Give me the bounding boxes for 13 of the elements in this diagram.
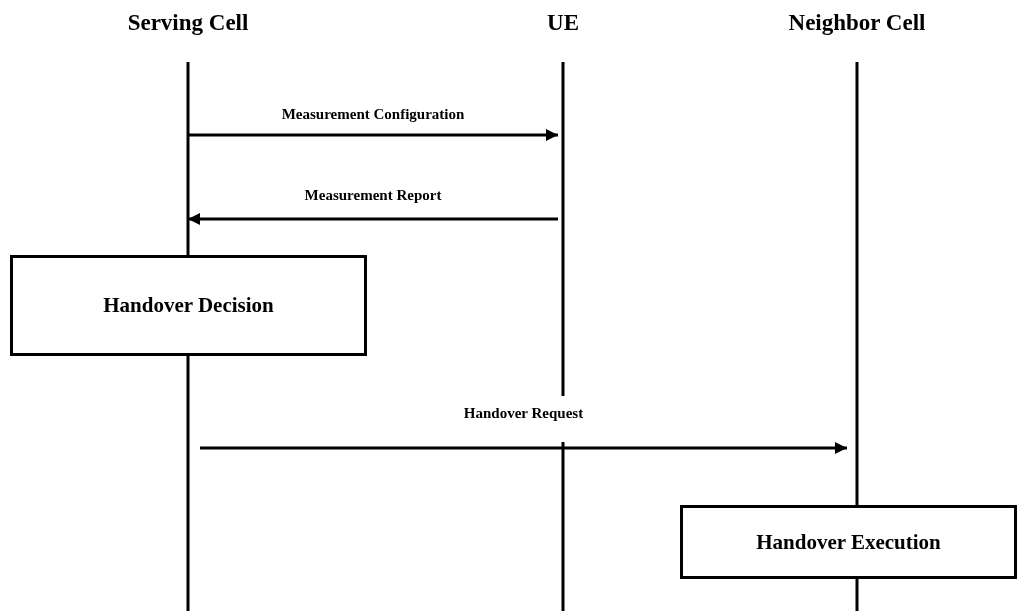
arrow xyxy=(200,442,847,454)
participant-label: Serving Cell xyxy=(127,9,249,37)
box-label: Handover Decision xyxy=(103,293,274,318)
participant-label: UE xyxy=(547,9,579,37)
edge-label: Handover Request xyxy=(461,405,586,422)
box-label: Handover Execution xyxy=(756,529,941,555)
process-box xyxy=(10,255,367,356)
process-box xyxy=(680,505,1017,579)
participant-label: Neighbor Cell xyxy=(788,9,926,37)
edge-label: Measurement Configuration xyxy=(279,106,467,123)
arrow xyxy=(188,213,558,225)
edge-label: Measurement Report xyxy=(302,187,444,204)
arrow xyxy=(188,129,558,141)
